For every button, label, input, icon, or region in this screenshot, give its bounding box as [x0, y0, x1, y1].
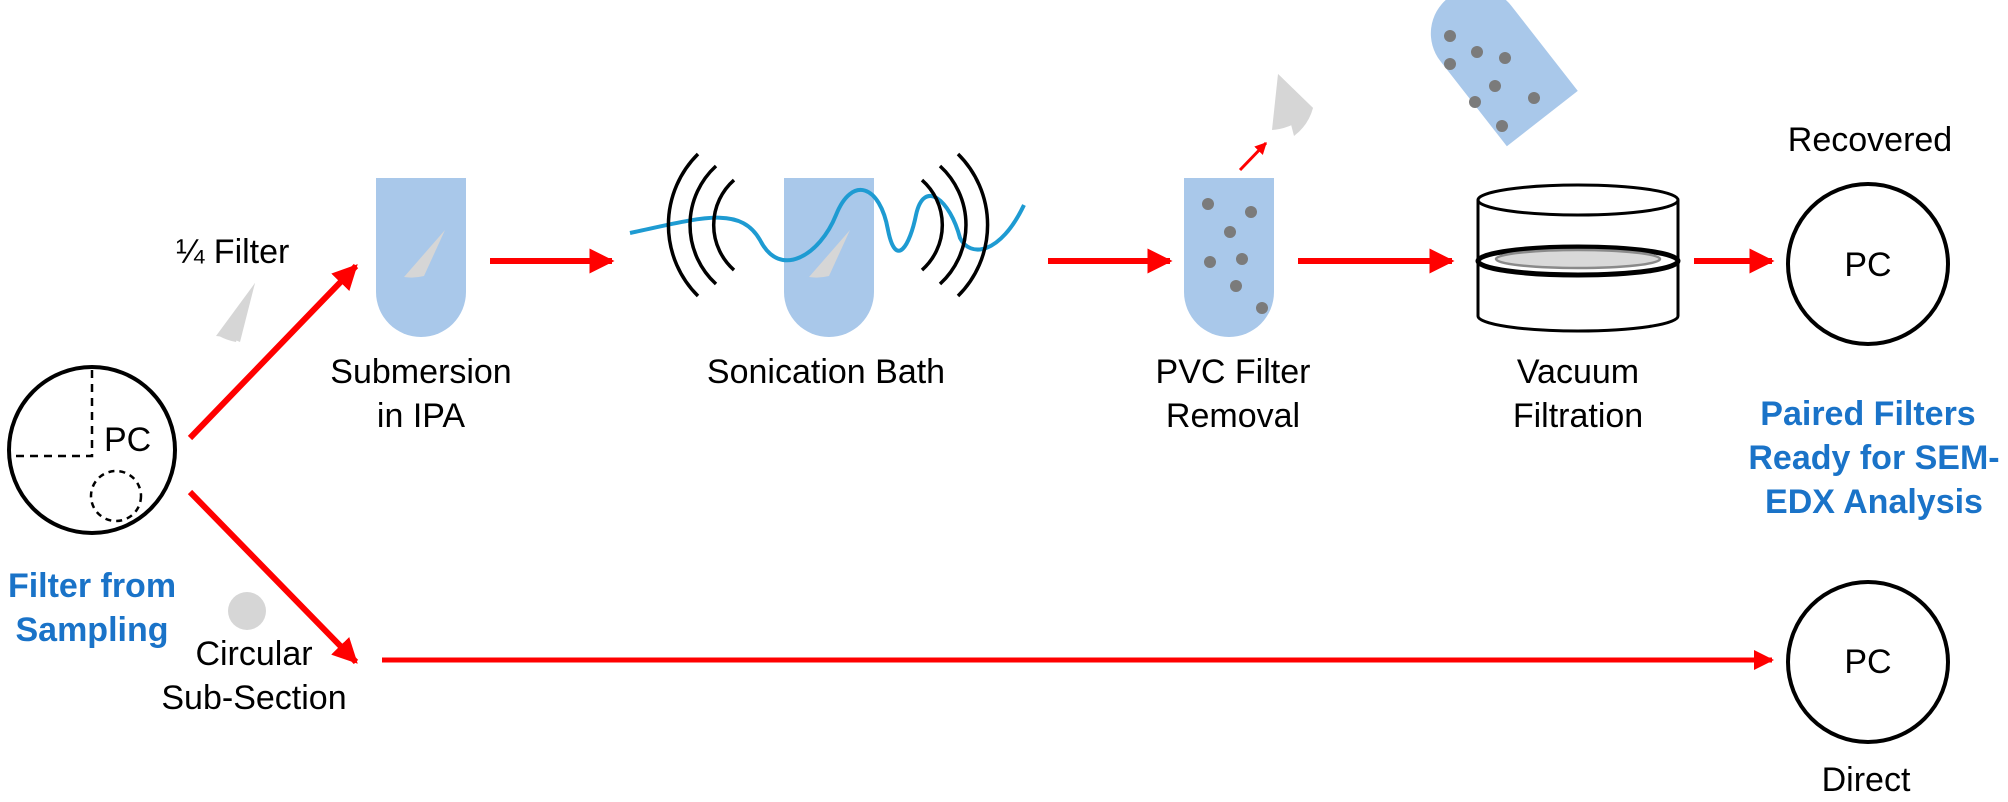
direct-label: Direct [1821, 761, 1911, 799]
pvc-label-line2: Removal [1165, 397, 1301, 435]
arrow-pvc-out [1238, 141, 1268, 172]
paired-filters-line2: Ready for SEM- [1748, 439, 2000, 477]
paired-filters-line3: EDX Analysis [1765, 483, 1983, 521]
sonication-bath [629, 152, 1026, 337]
direct-pc-label: PC [1844, 643, 1892, 681]
sound-waves-left-icon [666, 152, 736, 298]
vacuum-filtration-apparatus [1475, 183, 1681, 333]
arrow-to-circular [187, 489, 359, 665]
submersion-tube [376, 178, 466, 337]
removed-pvc-piece-shape [1272, 74, 1313, 130]
sonication-wave [629, 188, 1026, 263]
pvc-label-line1: PVC Filter [1155, 353, 1311, 391]
circular-label-line2: Sub-Section [161, 679, 347, 717]
sonication-filter-piece [809, 230, 850, 278]
vacuum-label-line2: Filtration [1512, 397, 1644, 435]
vacuum-label-line1: Vacuum [1516, 353, 1640, 391]
recovered-filter [1786, 182, 1950, 346]
paired-filters-line1: Paired Filters [1760, 395, 1976, 433]
pouring-tube [1430, 0, 1578, 147]
direct-filter [1786, 580, 1950, 744]
source-caption-line2: Sampling [15, 611, 169, 649]
source-caption-line1: Filter from [7, 567, 177, 605]
submersion-filter-piece [404, 230, 445, 278]
sound-waves-right-icon [920, 152, 990, 298]
source-filter [7, 365, 177, 535]
arrow-to-submersion [187, 263, 359, 441]
submersion-label-line2: in IPA [376, 397, 466, 435]
circular-label-line1: Circular [195, 635, 313, 673]
source-pc-label: PC [104, 421, 152, 459]
circular-subsection-piece [228, 592, 266, 630]
quarter-filter-label: ¼ Filter [176, 233, 290, 271]
quarter-filter-shape [216, 283, 255, 342]
sonication-label: Sonication Bath [706, 353, 946, 391]
pvc-removal-tube [1184, 178, 1274, 337]
submersion-label-line1: Submersion [330, 353, 512, 391]
pouring-tube-particles [1444, 30, 1540, 132]
recovered-label: Recovered [1787, 121, 1953, 159]
recovered-pc-label: PC [1844, 246, 1892, 284]
